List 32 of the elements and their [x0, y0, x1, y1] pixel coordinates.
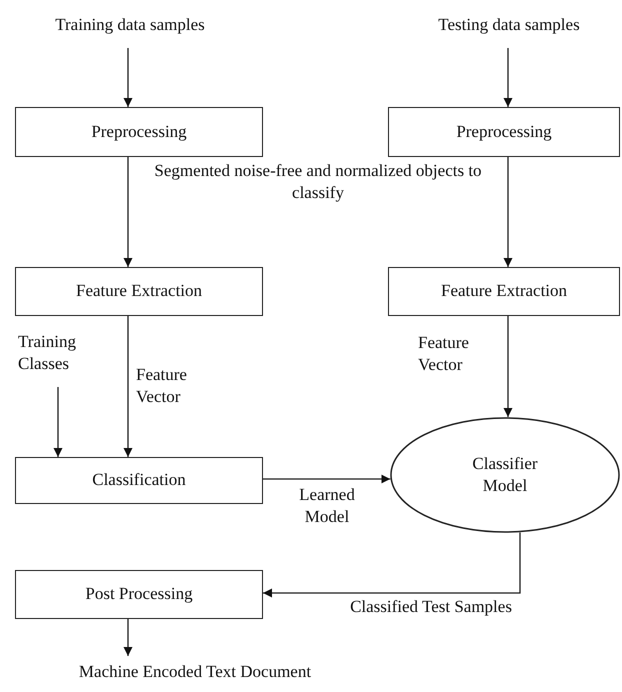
box-label: Post Processing: [85, 583, 193, 606]
edge-label: Feature Vector: [418, 332, 470, 376]
input-output-text: Machine Encoded Text Document: [78, 660, 312, 683]
edge-label: Classified Test Samples: [349, 596, 513, 618]
box-label: Preprocessing: [91, 120, 187, 143]
process-box: [15, 570, 263, 619]
arrow: [263, 474, 390, 484]
box-label: Feature Extraction: [440, 280, 568, 302]
arrow: [124, 619, 132, 656]
box-label: Classification: [92, 469, 186, 492]
input-output-text: Training Classes: [18, 330, 77, 375]
arrow: [54, 387, 62, 457]
arrow: [504, 48, 512, 107]
edge-label: Learned Model: [298, 484, 356, 528]
process-box: [15, 457, 263, 504]
box-label: Feature Extraction: [76, 280, 202, 302]
edge-label: Feature Vector: [136, 364, 188, 408]
arrow: [124, 316, 132, 457]
process-box: [15, 107, 263, 157]
arrow: [263, 532, 521, 598]
arrow: [504, 316, 512, 418]
input-output-text: Training data samples: [55, 14, 205, 36]
input-output-text: Testing data samples: [438, 14, 580, 36]
process-box: [15, 267, 263, 316]
arrow: [504, 157, 512, 267]
process-box: [388, 267, 620, 316]
box-label: Preprocessing: [456, 120, 552, 143]
arrow: [124, 157, 132, 267]
flow-note: Segmented noise-free and normalized objects to classify: [153, 160, 483, 204]
arrow: [124, 48, 132, 107]
ellipse-label: Classifier Model: [471, 452, 539, 497]
process-box: [388, 107, 620, 157]
